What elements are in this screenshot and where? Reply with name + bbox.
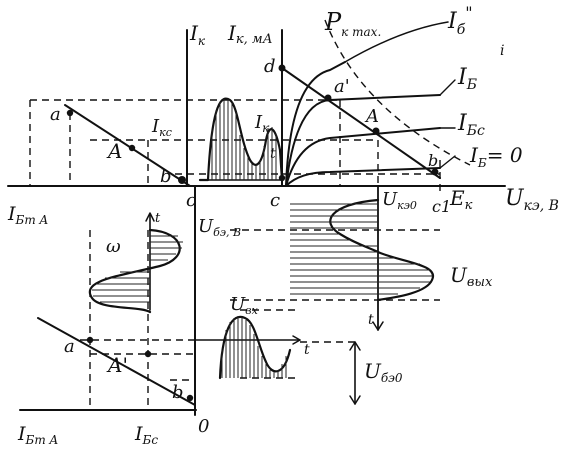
input-voltage-hatch (221, 316, 287, 378)
input-load-line (37, 317, 196, 406)
base-current-hatch (92, 235, 183, 303)
ib-curve-c (285, 127, 441, 187)
label-ik-ma: Iк, мА (227, 21, 273, 47)
point-A-left: A (106, 139, 122, 163)
label-ib-pp: Iб" (447, 3, 473, 38)
label-pk-max: Pк max. (324, 8, 381, 39)
label-ik: Iк (189, 21, 206, 48)
point-a-right: a' (334, 76, 350, 97)
point-c1: c1 (432, 197, 451, 216)
collector-current-hatch (211, 99, 277, 180)
point-c-right: c (270, 190, 280, 211)
label-bottom-ibc: IБс (134, 423, 158, 447)
label-ube-axis: Uбэ, В (198, 216, 241, 239)
point-A-right: A (364, 106, 379, 127)
point-a-low: a (64, 336, 75, 357)
label-omega: ω (106, 236, 121, 257)
label-bottom-iem: IБm A (17, 423, 59, 447)
point-b-low: b (172, 382, 184, 403)
left-load-line (64, 104, 191, 187)
label-left-iem: IБm A (7, 203, 49, 227)
point-b-right: b (428, 151, 438, 170)
label-ikc: Iкс (151, 116, 172, 139)
label-t-low: t (304, 342, 310, 358)
label-uke-axis: Uкэ, В (505, 186, 559, 214)
collector-current-wave (198, 97, 284, 182)
point-c-mid: c (186, 190, 196, 211)
point-a-left: a (50, 104, 61, 125)
right-load-line (281, 67, 441, 179)
label-u-out: Uвых (450, 263, 493, 290)
label-zero: 0 (198, 416, 209, 437)
label-ek: Eк (449, 186, 473, 213)
input-voltage-wave (218, 315, 292, 380)
ib-max-curve (285, 61, 346, 187)
label-ib-c: IБс (457, 111, 485, 139)
label-t-top: t (270, 146, 276, 162)
label-tick-v: t (155, 211, 161, 226)
label-uke0: Uкэ0 (382, 189, 417, 212)
ib-zero-curve (285, 167, 441, 187)
point-d: d (264, 56, 276, 77)
label-ib-prime: i (500, 43, 504, 59)
point-b-left: b (160, 166, 172, 187)
label-t-mid: t (368, 312, 374, 328)
pk-max-curve (324, 19, 471, 166)
label-u-in: Uвх (230, 294, 259, 317)
label-ib: IБ (457, 65, 477, 93)
label-ib-zero: IБ= 0 (469, 143, 523, 170)
point-A-low: A' (106, 353, 128, 377)
output-voltage-hatch (290, 203, 433, 295)
output-voltage-wave (329, 198, 435, 302)
label-ube0: Uбэ0 (364, 359, 403, 385)
label-ikm: Iк (254, 112, 270, 135)
